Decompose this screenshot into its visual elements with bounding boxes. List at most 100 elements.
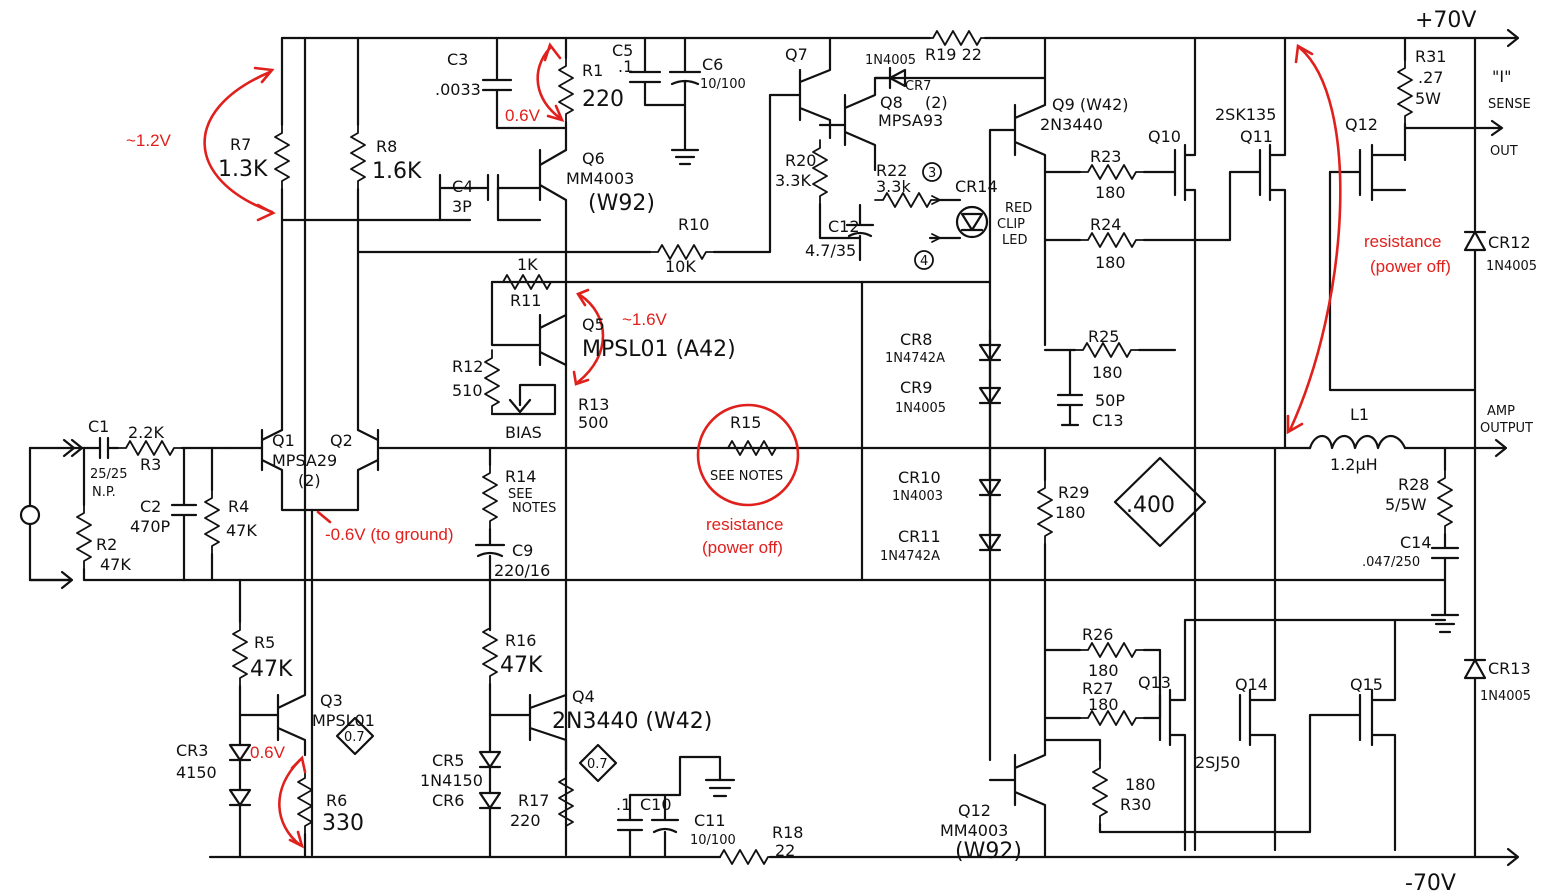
label-c9-value: 220/16 [494,561,550,580]
resistor-r19 [924,30,990,46]
label-c12: C12 [828,217,860,236]
label-r15-note: SEE NOTES [710,469,783,484]
label-cr13-part: 1N4005 [1480,689,1531,704]
label-q4: Q4 [572,687,595,706]
label-q3: Q3 [320,691,343,710]
label-r30-value: 180 [1125,775,1156,794]
label-r22: R22 [876,161,907,180]
label-r1-value: 220 [582,87,624,112]
label-cr7: CR7 [905,79,931,94]
label-q5: Q5 [582,315,605,334]
annotation-arrowhead-1 [253,66,276,222]
label-r12-value: 510 [452,381,483,400]
annotation-1-2v: ~1.2V [126,131,172,150]
wire [82,567,186,582]
label-r31-watt: 5W [1415,89,1441,108]
label-r23: R23 [1090,147,1121,166]
label-c2-value: 470P [130,517,171,536]
label-q1-part: MPSA29 [272,451,337,470]
annotation-arrow-5 [278,758,302,847]
diodes-cr5-cr6 [478,713,502,859]
resistor-r6 [297,769,313,835]
label-cr6: CR6 [432,791,464,810]
node-4-circle [914,250,934,270]
label-output: OUTPUT [1480,421,1533,436]
annotation-resistance-r15: resistance [706,515,783,534]
annotation-power-off-right: (power off) [1370,257,1451,276]
capacitor-c4 [438,173,542,222]
label-r31: R31 [1415,47,1446,66]
mosfet-q10 [1173,36,1197,852]
annotation-power-off-r15: (power off) [702,538,783,557]
label-r16: R16 [505,631,536,650]
label-r2: R2 [96,535,117,554]
resistor-r23 [1079,164,1145,180]
mosfet-q13 [1158,618,1447,852]
label-c11-value: 10/100 [690,833,736,848]
annotation-arrow-6 [1288,46,1342,432]
label-q12-bottom: Q12 [958,801,991,820]
label-r18-value: 22 [775,841,795,860]
input-jack [19,504,41,526]
label-q12-bottom-code: (W92) [955,839,1022,864]
mosfet-q11 [1258,36,1287,450]
label-r17-value: 220 [510,811,541,830]
label-c6: C6 [702,55,723,74]
label-r27-value: 180 [1088,695,1119,714]
label-400: .400 [1126,493,1175,518]
label-c14: C14 [1400,533,1432,552]
label-r7-value: 1.3K [218,157,268,182]
diode-cr7 [873,66,907,90]
positive-rail [280,28,1520,48]
potentiometer-r13 [490,383,557,416]
wire [818,202,862,240]
annotation-0-6v-bottom: 0.6V [250,743,286,762]
label-q13: Q13 [1138,673,1171,692]
label-c14-value: .047/250 [1362,555,1420,570]
ground-symbol [704,778,736,798]
label-q4-part: 2N3440 (W42) [552,709,712,734]
label-r6: R6 [326,791,347,810]
resistor-r2 [76,504,92,570]
label-q10: Q10 [1148,127,1181,146]
label-c12-value: 4.7/35 [805,241,856,260]
inductor-l1 [1308,434,1407,450]
label-r20-value: 3.3K [775,171,811,190]
label-bias: BIAS [505,423,542,442]
wire [1098,713,1362,834]
resistor-r24 [1079,232,1145,248]
label-r17: R17 [518,791,549,810]
diamond-07-a [335,716,375,756]
wire [712,93,802,254]
label-r4: R4 [228,497,249,516]
connector-arrows [931,195,941,243]
label-cr3-part: 4150 [176,763,217,782]
label-c5-value: .1 [618,57,633,76]
label-cr5: CR5 [432,751,464,770]
label-l1-value: 1.2μH [1330,455,1378,474]
annotation-arrow-3 [576,293,605,384]
ground-symbol [670,148,700,166]
negative-rail [208,847,1520,867]
label-r15: R15 [730,413,761,432]
diamond-07-b [578,743,618,783]
label-q7: Q7 [785,45,808,64]
capacitor-c12 [845,203,875,262]
resistor-r14 [482,464,498,530]
label-q9-part: 2N3440 [1040,115,1103,134]
label-q5-part: MPSL01 (A42) [582,337,736,362]
label-q8: Q8 [880,93,903,112]
label-cr12: CR12 [1488,233,1531,252]
sense-out [1403,119,1504,157]
label-r28-value: 5/5W [1385,495,1427,514]
resistor-r20 [812,139,828,205]
label-r18: R18 [772,823,803,842]
label-c13: C13 [1092,411,1124,430]
label-c11: C11 [694,811,726,830]
label-cr5-part: 1N4150 [420,771,483,790]
transistor-q7 [798,36,832,140]
label-c10-value: .1 [616,795,631,814]
label-r29-value: 180 [1055,503,1086,522]
label-r27: R27 [1082,679,1113,698]
resistor-r29 [1037,479,1053,545]
